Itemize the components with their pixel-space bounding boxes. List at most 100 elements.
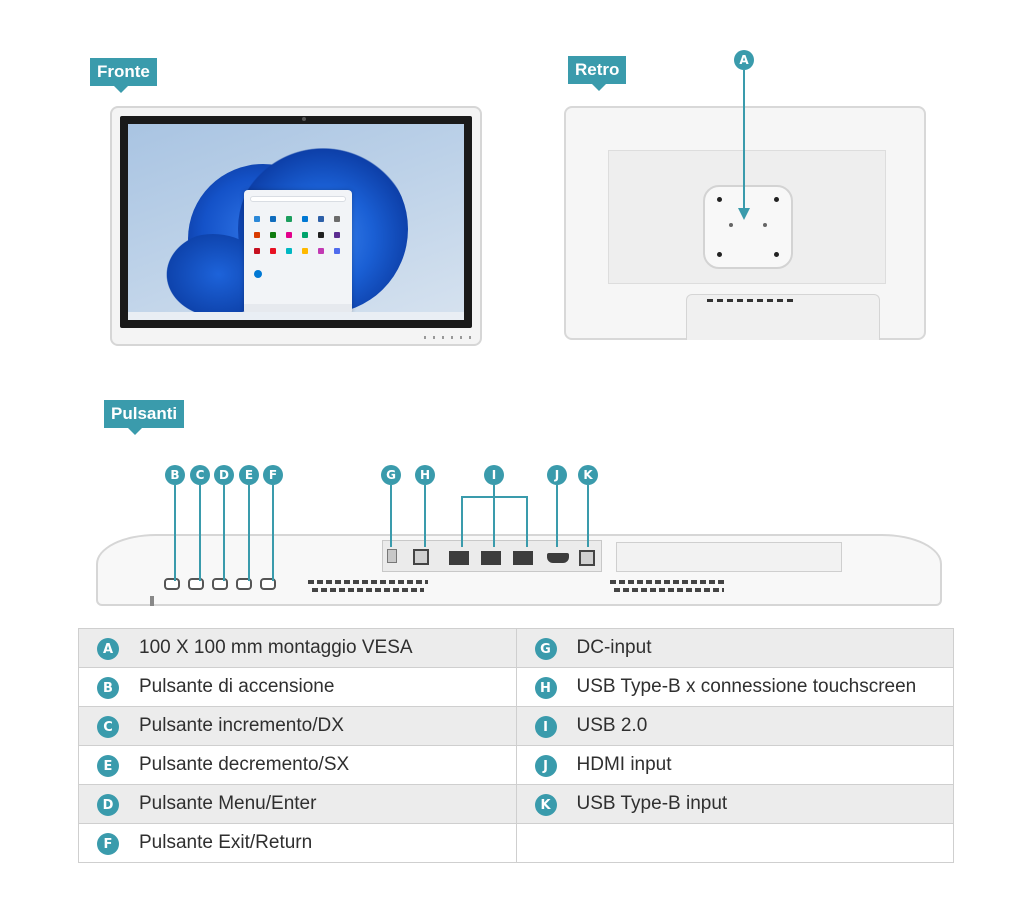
vent <box>308 580 428 584</box>
callout-b-line <box>174 485 176 581</box>
legend-text: HDMI input <box>576 754 672 775</box>
power-button <box>164 578 180 590</box>
callout-a-arrow-icon <box>738 208 750 220</box>
section-tag-back: Retro <box>568 56 627 91</box>
callout-k-badge: K <box>578 465 598 485</box>
increment-button <box>188 578 204 590</box>
legend-key-badge: B <box>97 677 119 699</box>
usb-b-input-port <box>579 550 595 566</box>
search-bar <box>250 196 346 202</box>
usb-b-touch-port <box>413 549 429 565</box>
indicator-led <box>150 596 154 606</box>
callout-i-line <box>526 496 528 547</box>
callout-i-line <box>461 496 463 547</box>
legend-cell: B Pulsante di accensione <box>78 667 517 707</box>
legend-text: Pulsante di accensione <box>139 676 335 697</box>
app-icon <box>286 248 292 254</box>
callout-e-line <box>248 485 250 581</box>
taskbar <box>128 312 464 320</box>
menu-button <box>212 578 228 590</box>
callout-a-line <box>743 70 745 212</box>
legend-cell: J HDMI input <box>515 745 954 785</box>
legend-cell: E Pulsante decremento/SX <box>78 745 517 785</box>
port-bay <box>382 540 602 572</box>
start-menu-footer <box>244 304 352 314</box>
legend-cell-empty <box>515 823 954 863</box>
callout-c-badge: C <box>190 465 210 485</box>
callout-j-line <box>556 485 558 547</box>
legend-text: Pulsante Exit/Return <box>139 832 313 853</box>
app-icon <box>318 232 324 238</box>
back-cover-plate <box>608 150 886 284</box>
back-stand <box>686 294 880 340</box>
callout-c-line <box>199 485 201 581</box>
app-icon <box>334 232 340 238</box>
legend-text: USB 2.0 <box>576 715 648 736</box>
legend-text: USB Type-B input <box>576 793 728 814</box>
legend-cell: A 100 X 100 mm montaggio VESA <box>78 628 517 668</box>
legend-text: Pulsante decremento/SX <box>139 754 350 775</box>
legend-key-badge: G <box>534 638 557 660</box>
start-menu <box>244 190 352 314</box>
monitor-screen-frame <box>120 116 472 328</box>
app-icon <box>270 216 276 222</box>
legend-key-badge: F <box>97 833 119 855</box>
app-icon <box>254 232 260 238</box>
vent <box>614 588 724 592</box>
app-icon <box>334 216 340 222</box>
vesa-hole <box>717 197 722 202</box>
app-icon <box>286 232 292 238</box>
front-touch-buttons <box>424 336 472 339</box>
vesa-hole <box>774 197 779 202</box>
callout-a-badge: A <box>734 50 754 70</box>
app-icon <box>286 216 292 222</box>
callout-k-line <box>587 485 589 547</box>
legend-cell: F Pulsante Exit/Return <box>78 823 517 863</box>
legend-text: USB Type-B x connessione touchscreen <box>576 676 917 697</box>
app-icon <box>254 248 260 254</box>
hdmi-port <box>547 553 569 563</box>
app-icon <box>302 248 308 254</box>
legend-text: 100 X 100 mm montaggio VESA <box>139 637 413 658</box>
vent <box>610 580 726 584</box>
side-panel-recess <box>616 542 842 572</box>
vent <box>312 588 424 592</box>
legend-key-badge: E <box>97 755 119 777</box>
callout-h-badge: H <box>415 465 435 485</box>
callout-j-badge: J <box>547 465 567 485</box>
usb-2-port <box>449 551 469 565</box>
legend-key-badge: A <box>97 638 119 660</box>
desktop-screen <box>128 124 464 320</box>
app-icon <box>334 248 340 254</box>
app-icon <box>270 232 276 238</box>
exit-button <box>260 578 276 590</box>
callout-f-line <box>272 485 274 581</box>
legend-key-badge: J <box>534 755 557 777</box>
app-icon <box>318 248 324 254</box>
usb-2-port <box>513 551 533 565</box>
table-row: E Pulsante decremento/SX J HDMI input <box>78 745 954 785</box>
vesa-hole <box>763 223 767 227</box>
section-tag-front: Fronte <box>90 58 157 93</box>
callout-f-badge: F <box>263 465 283 485</box>
app-icon <box>302 216 308 222</box>
app-icon <box>302 232 308 238</box>
callout-d-line <box>223 485 225 581</box>
app-icon <box>254 216 260 222</box>
side-view-image <box>96 534 942 606</box>
legend-key-badge: D <box>97 794 119 816</box>
callout-g-badge: G <box>381 465 401 485</box>
callout-d-badge: D <box>214 465 234 485</box>
vesa-hole <box>717 252 722 257</box>
vesa-hole <box>774 252 779 257</box>
app-icon <box>318 216 324 222</box>
